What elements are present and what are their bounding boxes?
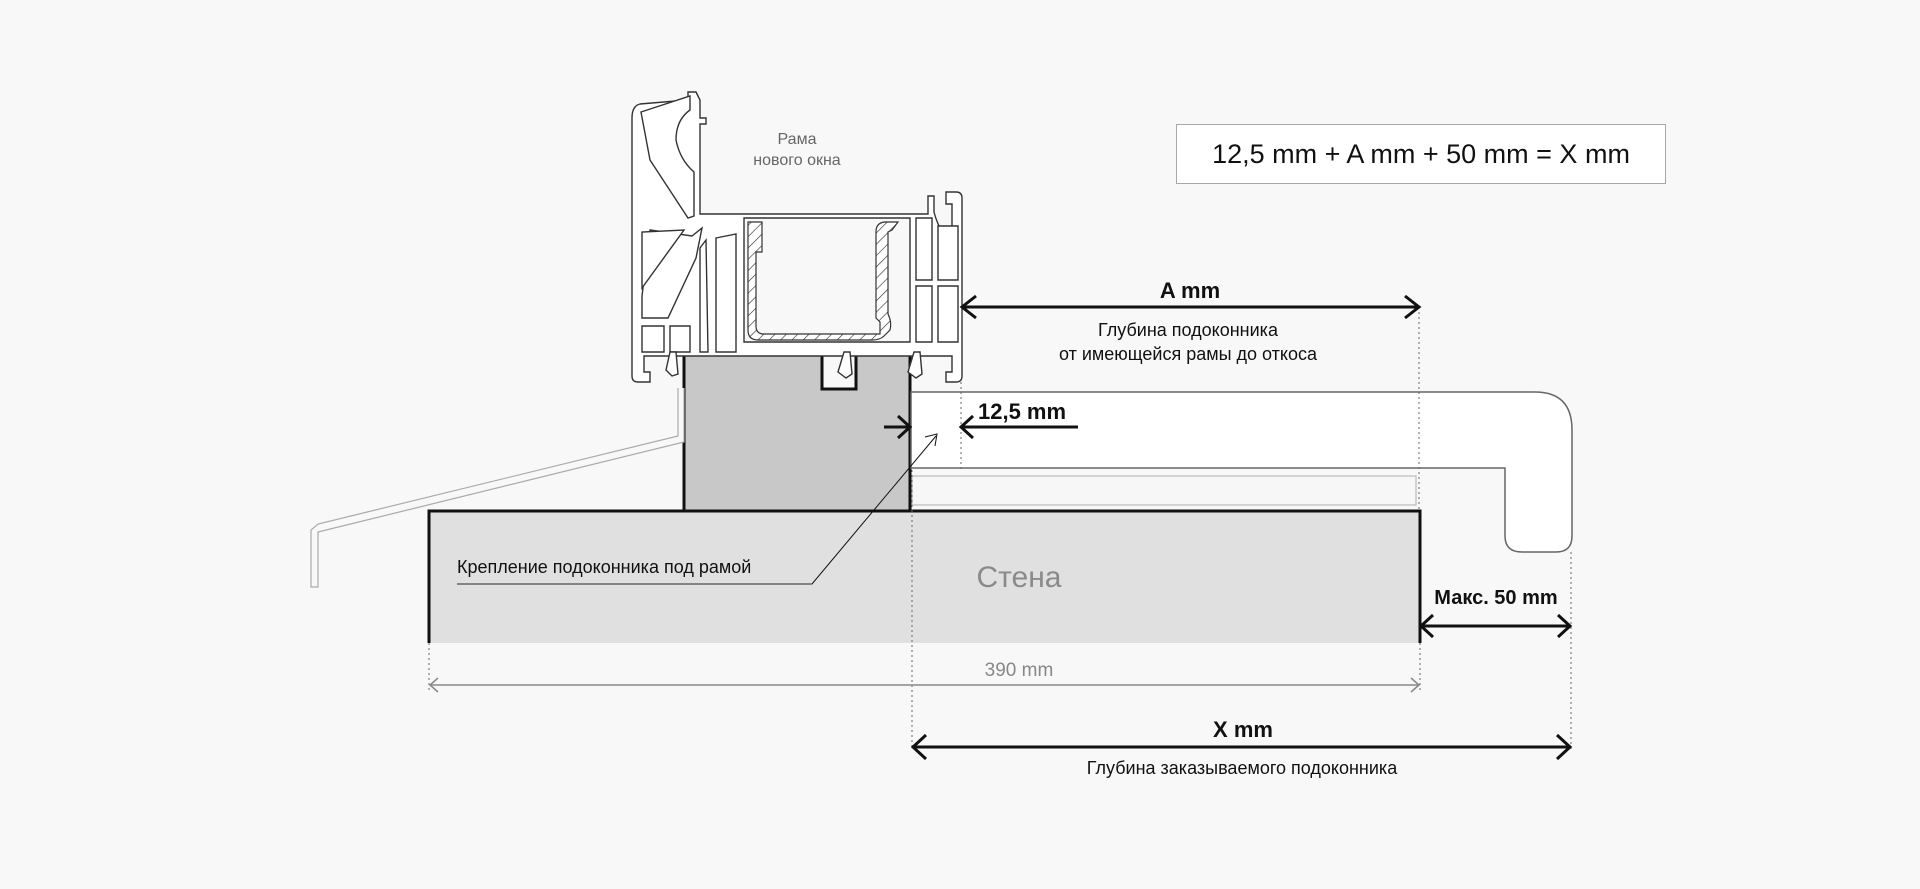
frame-label-line1: Рама (778, 131, 817, 148)
formula-box: 12,5 mm + A mm + 50 mm = X mm (1176, 124, 1666, 184)
window-frame-profile (631, 91, 963, 383)
wall-outline (427, 509, 1422, 643)
dimension-x-desc: Глубина заказываемого подоконника (1087, 758, 1398, 778)
guide-lines (428, 307, 1572, 750)
window-sill-board (910, 391, 1573, 553)
dimension-x-title: X mm (1213, 717, 1273, 742)
wall-label: Стена (976, 561, 1061, 594)
dimension-x (910, 733, 1573, 761)
dimension-a-desc-line1: Глубина подоконника (1098, 320, 1279, 340)
dimension-max-overhang-label: Макс. 50 mm (1434, 587, 1557, 609)
wall (429, 511, 1420, 643)
dimension-max-overhang (1418, 613, 1573, 639)
dimension-offset (884, 414, 1078, 440)
mount-block (682, 349, 912, 513)
dimension-wall-label: 390 mm (985, 660, 1054, 681)
dimension-wall (428, 677, 1421, 693)
frame-label-line2: нового окна (753, 152, 841, 169)
dimension-a (959, 294, 1422, 320)
outer-drip-sill (310, 388, 685, 588)
dimension-offset-label: 12,5 mm (978, 399, 1066, 424)
formula-text: 12,5 mm + A mm + 50 mm = X mm (1212, 138, 1630, 169)
dimension-a-desc-line2: от имеющейся рамы до откоса (1059, 344, 1318, 364)
dimension-a-title: A mm (1160, 278, 1220, 303)
sill-underlay (911, 475, 1417, 506)
mount-label: Крепление подоконника под рамой (457, 557, 751, 577)
